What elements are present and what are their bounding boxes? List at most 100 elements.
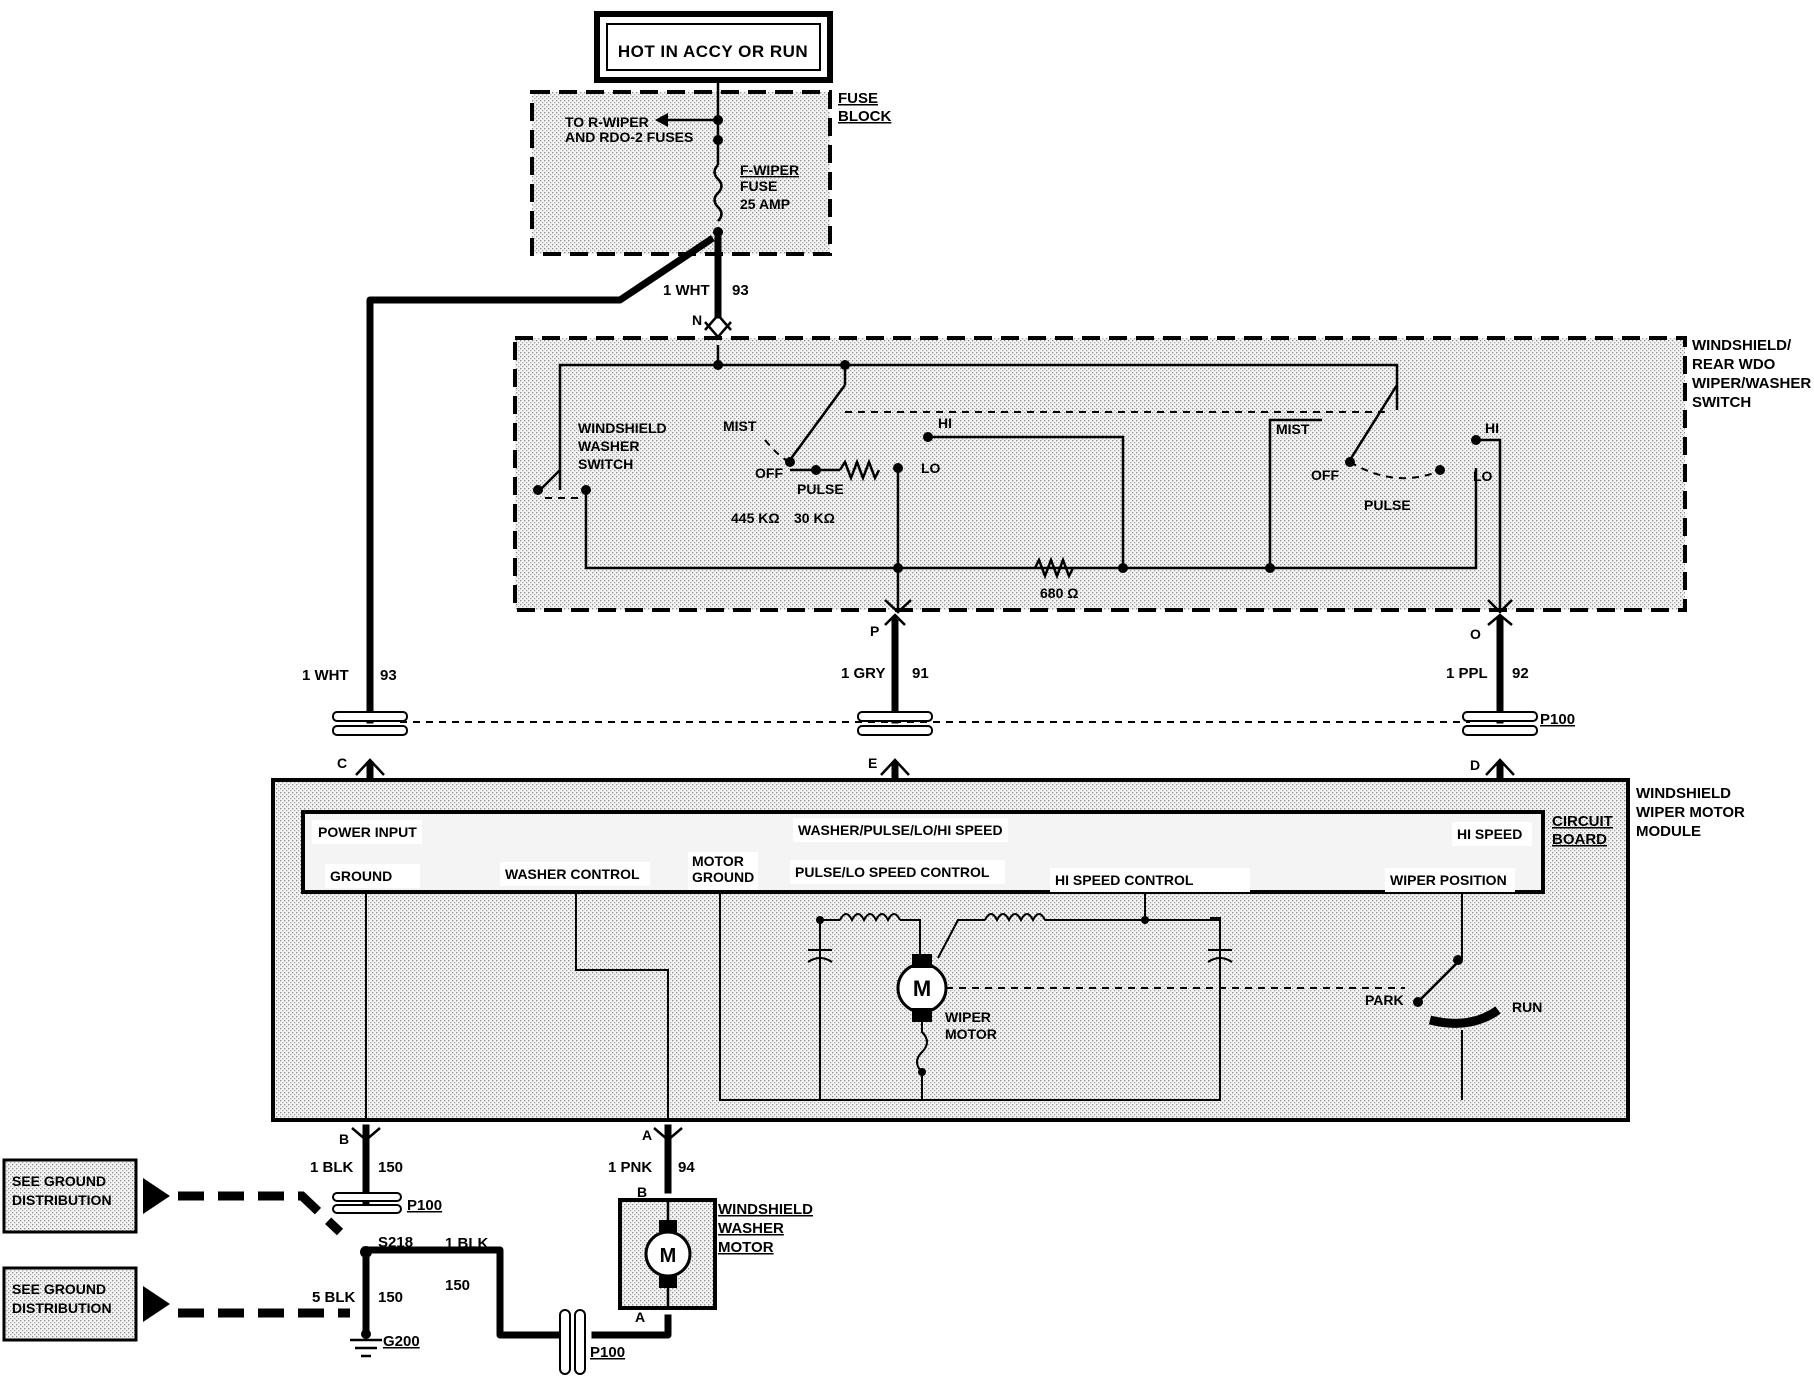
resistor-445k: 445 KΩ bbox=[731, 510, 780, 526]
connector-c100-left bbox=[332, 711, 408, 736]
washer-switch-label-3: SWITCH bbox=[578, 456, 633, 472]
resistor-680-icon bbox=[1033, 556, 1075, 580]
resistor-30k: 30 KΩ bbox=[794, 510, 835, 526]
to-rwiper-note: TO R-WIPER bbox=[565, 114, 649, 130]
ground-distribution-box-1: SEE GROUND DISTRIBUTION bbox=[2, 1158, 344, 1236]
terminal-a: A bbox=[642, 1127, 652, 1143]
switch-title-4: SWITCH bbox=[1692, 394, 1751, 411]
wire-gry: 1 GRY bbox=[841, 665, 885, 682]
p100-mid-label: P100 bbox=[407, 1197, 442, 1214]
wire-labels: 1 WHT 93 1 WHT 93 1 GRY 91 1 PPL 92 1 BL… bbox=[302, 282, 1529, 1306]
wiper-position-label: WIPER POSITION bbox=[1390, 872, 1507, 888]
switch-title-3: WIPER/WASHER bbox=[1692, 375, 1811, 392]
washer-motor: M WINDSHIELD WASHER MOTOR bbox=[618, 1198, 813, 1310]
connector-c100-right bbox=[1462, 711, 1538, 736]
motor-ground-label-2: GROUND bbox=[692, 869, 754, 885]
fuse-icon bbox=[713, 164, 723, 222]
wire-wht-left: 1 WHT bbox=[302, 667, 349, 684]
park-switch-cam bbox=[1428, 1006, 1501, 1028]
terminal-b2: B bbox=[637, 1184, 647, 1200]
wire-pnk-circuit: 94 bbox=[678, 1159, 695, 1176]
hi-speed-label: HI SPEED bbox=[1457, 826, 1522, 842]
wiper-washer-switch: WINDSHIELD/ REAR WDO WIPER/WASHER SWITCH bbox=[513, 336, 1811, 612]
switch1-hi: HI bbox=[938, 415, 952, 431]
ground-dist-2-label-2: DISTRIBUTION bbox=[12, 1300, 112, 1316]
terminal-e-icon bbox=[880, 758, 910, 776]
arrow-left-icon bbox=[655, 113, 668, 127]
wire-blk-5: 5 BLK bbox=[312, 1289, 356, 1306]
module-title-3: MODULE bbox=[1636, 823, 1701, 840]
fuse-name: F-WIPER bbox=[740, 162, 799, 178]
terminal-o: O bbox=[1470, 626, 1481, 642]
power-box-label: HOT IN ACCY OR RUN bbox=[618, 42, 808, 61]
switch2-hi: HI bbox=[1485, 420, 1499, 436]
terminal-c-icon bbox=[355, 758, 385, 776]
wire-ppl: 1 PPL bbox=[1446, 665, 1488, 682]
terminal-a2: A bbox=[635, 1309, 645, 1325]
switch2-lo: LO bbox=[1473, 468, 1493, 484]
washer-motor-title-2: WASHER bbox=[718, 1220, 784, 1237]
p100-connector-row: P100 bbox=[332, 711, 1575, 736]
terminal-o-icon bbox=[1487, 599, 1513, 626]
terminal-d-icon bbox=[1485, 758, 1515, 776]
terminal-arrows: N P O C E D B A B A bbox=[337, 312, 1515, 1325]
ground-distribution-box-2: SEE GROUND DISTRIBUTION bbox=[2, 1266, 350, 1342]
circuit-board-label: CIRCUIT bbox=[1552, 813, 1613, 830]
wiper-motor-symbol: M bbox=[913, 976, 931, 1001]
switch1-mist: MIST bbox=[723, 418, 757, 434]
washer-control-label: WASHER CONTROL bbox=[505, 866, 640, 882]
fuse-block: FUSE BLOCK TO R-WIPER AND RDO-2 FUSES F-… bbox=[530, 80, 891, 256]
inductor-pulse-icon bbox=[839, 913, 901, 923]
wire-blk: 1 BLK bbox=[310, 1159, 354, 1176]
inductor-hi-icon bbox=[984, 913, 1046, 923]
terminal-n: N bbox=[692, 312, 702, 328]
switch-title: WINDSHIELD/ bbox=[1692, 337, 1792, 354]
p100-bottom-label: P100 bbox=[590, 1344, 625, 1361]
splice-s218 bbox=[360, 1246, 372, 1258]
p100-top-label: P100 bbox=[1540, 711, 1575, 728]
module-title: WINDSHIELD bbox=[1636, 785, 1731, 802]
ground-dist-1-label: SEE GROUND bbox=[12, 1173, 106, 1189]
wire-gry-circuit: 91 bbox=[912, 665, 929, 682]
wiper-motor-module: WINDSHIELD WIPER MOTOR MODULE CIRCUIT BO… bbox=[271, 778, 1745, 1122]
fuse-type: FUSE bbox=[740, 178, 777, 194]
pulse-lo-label: PULSE/LO SPEED CONTROL bbox=[795, 864, 990, 880]
module-title-2: WIPER MOTOR bbox=[1636, 804, 1745, 821]
fuse-rating: 25 AMP bbox=[740, 196, 790, 212]
arrow-right-icon bbox=[143, 1178, 170, 1214]
washer-switch-label-2: WASHER bbox=[578, 438, 639, 454]
wire-wht-top-circuit: 93 bbox=[732, 282, 749, 299]
fuse-block-title: FUSE bbox=[838, 90, 878, 107]
run-label: RUN bbox=[1512, 999, 1542, 1015]
wire-blk-2-circuit: 150 bbox=[445, 1277, 470, 1294]
arrow-right-icon bbox=[143, 1286, 170, 1322]
terminal-d: D bbox=[1470, 757, 1480, 773]
motor-ground-label: MOTOR bbox=[692, 853, 744, 869]
washer-switch-label: WINDSHIELD bbox=[578, 420, 667, 436]
speed-bus-label: WASHER/PULSE/LO/HI SPEED bbox=[798, 822, 1003, 838]
circuit-board-label-2: BOARD bbox=[1552, 831, 1607, 848]
wire-pnk: 1 PNK bbox=[608, 1159, 652, 1176]
switch1-lo: LO bbox=[921, 460, 941, 476]
fuse-block-title-2: BLOCK bbox=[838, 108, 891, 125]
wire-blk-circuit: 150 bbox=[378, 1159, 403, 1176]
switch2-mist: MIST bbox=[1276, 421, 1310, 437]
switch2-off: OFF bbox=[1311, 467, 1339, 483]
g200-label: G200 bbox=[383, 1333, 420, 1350]
switch2-pulse: PULSE bbox=[1364, 497, 1411, 513]
wire-blk-5-circuit: 150 bbox=[378, 1289, 403, 1306]
connector-p100-bottom bbox=[559, 1309, 586, 1375]
switch1-pulse: PULSE bbox=[797, 481, 844, 497]
resistor-680: 680 Ω bbox=[1040, 585, 1078, 601]
terminal-b: B bbox=[339, 1131, 349, 1147]
washer-motor-title-3: MOTOR bbox=[718, 1239, 774, 1256]
washer-motor-title: WINDSHIELD bbox=[718, 1201, 813, 1218]
park-label: PARK bbox=[1365, 992, 1404, 1008]
switch1-off: OFF bbox=[755, 465, 783, 481]
terminal-a-icon bbox=[653, 1127, 683, 1142]
terminal-p-icon bbox=[884, 599, 912, 626]
ground-section: P100 S218 G200 P100 SEE GROUND DISTRIBUT… bbox=[2, 1158, 625, 1375]
power-source-box: HOT IN ACCY OR RUN bbox=[594, 11, 833, 83]
power-wires bbox=[362, 228, 1504, 1339]
wire-blk-2: 1 BLK bbox=[445, 1235, 489, 1252]
